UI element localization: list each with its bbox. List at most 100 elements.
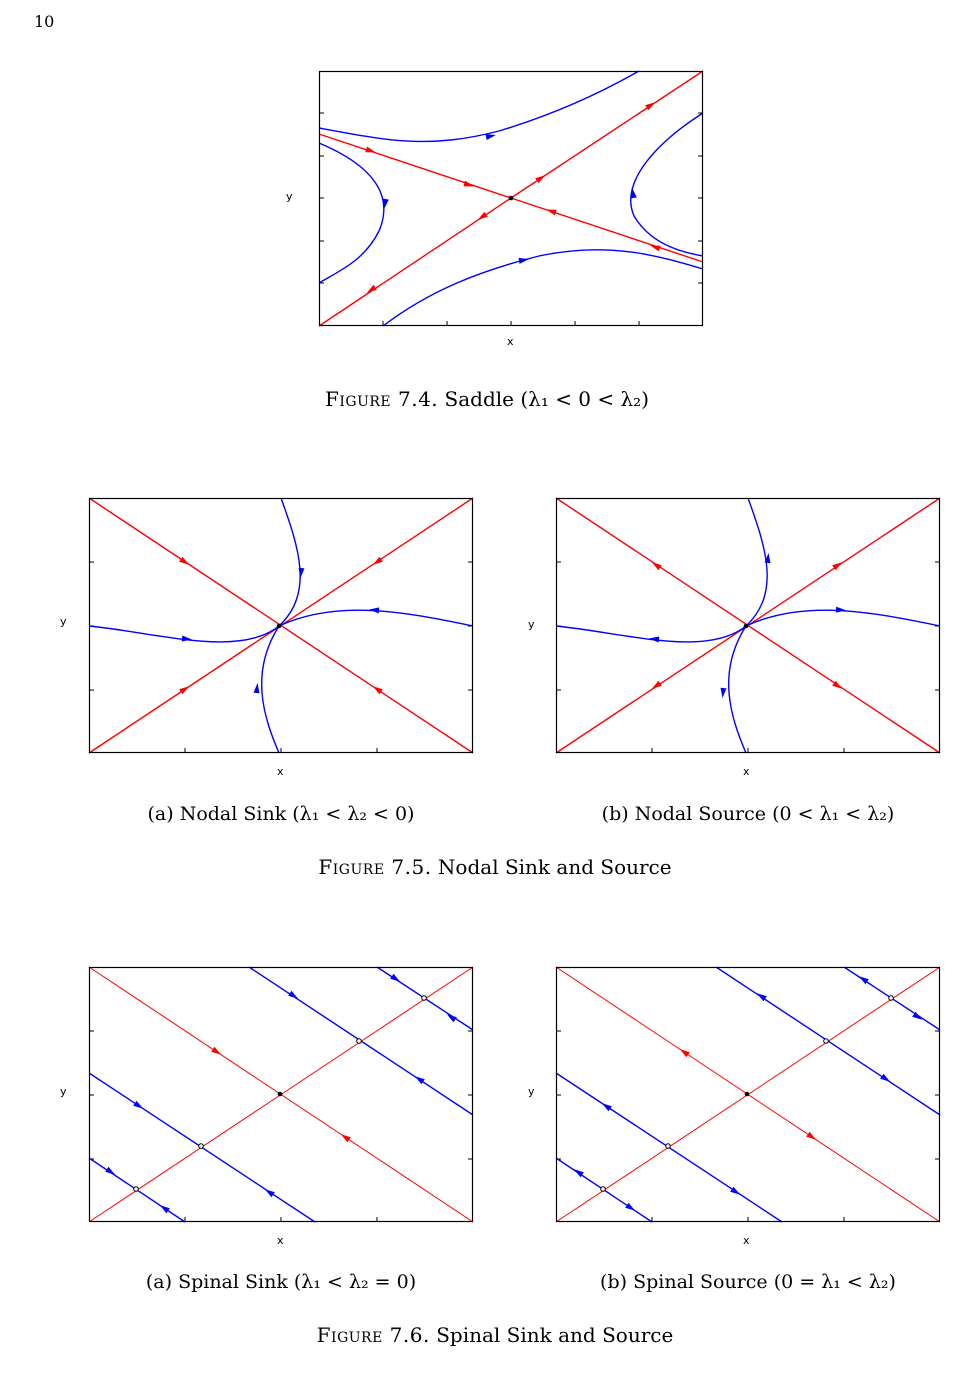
nodal-source-arrow [832,562,843,571]
nodal-source-arrow [832,680,843,689]
nodal-source-arrow [651,680,662,689]
spinal-source-plot [555,966,941,1223]
nodal-source-arrow [835,606,846,613]
saddle-svg [318,70,704,327]
figure-7-5-text: Nodal Sink and Source [437,855,672,879]
figure-7-4-label: Figure 7.4. [324,387,439,411]
nodal-sink-arrow [179,686,190,695]
saddle-arrow [477,211,488,220]
nodal-source-xlabel: x [743,765,750,778]
nodal-sink-subcaption: (a) Nodal Sink (λ₁ < λ₂ < 0) [147,803,415,825]
figure-7-6-text: Spinal Sink and Source [436,1323,674,1347]
nodal-sink-svg [88,497,474,754]
nodal-source-arrow [651,562,662,571]
nodal-sink-trajectory [88,625,280,643]
spinal-source-xlabel: x [743,1234,750,1247]
nodal-source-frame [555,497,941,754]
saddle-trajectory-bottom [382,249,704,327]
nodal-source-plot [555,497,941,754]
nodal-sink-arrow [181,635,192,642]
figure-7-5-caption: Figure 7.5. Nodal Sink and Source [0,855,974,879]
spinal-sink-arrow [105,1166,116,1175]
saddle-frame [318,70,704,327]
spinal-source-arrow [880,1073,891,1082]
spinal-sink-equilibrium-open [421,995,427,1001]
nodal-source-trajectory [745,497,768,627]
nodal-sink-arrow [298,567,305,578]
nodal-sink-trajectory [278,497,301,627]
spinal-source-arrow [679,1049,690,1058]
nodal-source-arrow [720,687,727,698]
spinal-sink-arrow [264,1189,275,1198]
nodal-sink-arrow [179,556,190,565]
nodal-sink-frame [88,497,474,754]
spinal-source-equilibrium-open [665,1143,671,1149]
saddle-trajectory-top [318,70,640,143]
saddle-ticks [319,112,703,326]
spinal-sink-arrow [390,973,401,982]
saddle-ylabel: y [286,190,293,203]
nodal-sink-arrow [253,683,260,694]
spinal-source-arrow [858,976,869,985]
saddle-plot [318,70,704,327]
spinal-source-arrow [625,1202,636,1211]
saddle-equilibrium [508,195,514,201]
saddle-arrow [645,102,656,111]
spinal-sink-frame [88,966,474,1223]
spinal-source-svg [555,966,941,1223]
saddle-arrow [630,188,637,199]
saddle-arrow [650,245,661,252]
nodal-source-svg [555,497,941,754]
saddle-trajectory-left [318,142,385,284]
saddle-arrow [365,146,376,153]
figure-7-6-label: Figure 7.6. [316,1323,430,1347]
spinal-sink-arrow [414,1076,425,1085]
nodal-sink-xlabel: x [277,765,284,778]
nodal-source-trajectory [745,609,941,627]
saddle-arrow [382,198,389,209]
spinal-source-arrow [573,1169,584,1178]
spinal-sink-arrow [133,1100,144,1109]
nodal-sink-trajectory [260,625,280,754]
saddle-trajectory-right [630,112,704,257]
saddle-arrow [535,175,546,184]
spinal-sink-subcaption: (a) Spinal Sink (λ₁ < λ₂ = 0) [145,1271,417,1293]
saddle-arrow [463,180,474,187]
spinal-sink-equilibrium [277,1091,283,1097]
spinal-sink-equilibrium-open [198,1143,204,1149]
spinal-source-arrow [730,1186,741,1195]
spinal-sink-equilibrium-open [133,1186,139,1192]
nodal-source-subcaption: (b) Nodal Source (0 < λ₁ < λ₂) [601,803,895,825]
spinal-source-arrow [806,1131,817,1140]
figure-7-4-text: Saddle (λ₁ < 0 < λ₂) [444,387,649,411]
nodal-sink-equilibrium [276,623,282,629]
spinal-sink-arrow [446,1014,457,1023]
figure-7-5-label: Figure 7.5. [318,855,432,879]
spinal-sink-equilibrium-open [356,1038,362,1044]
saddle-arrow [366,284,377,293]
spinal-source-arrow [601,1103,612,1112]
spinal-sink-ylabel: y [60,1085,67,1098]
spinal-source-arrow [912,1011,923,1020]
nodal-source-trajectory [555,625,747,643]
spinal-sink-arrow [211,1046,222,1055]
nodal-sink-arrow [372,556,383,565]
nodal-source-arrow [649,636,660,643]
spinal-sink-arrow [288,990,299,999]
spinal-sink-plot [88,966,474,1223]
nodal-sink-arrow [372,686,383,695]
nodal-source-equilibrium [743,623,749,629]
page-number: 10 [34,12,55,31]
nodal-source-trajectory [727,625,747,754]
spinal-sink-xlabel: x [277,1234,284,1247]
spinal-sink-arrow [340,1134,351,1143]
spinal-source-equilibrium-open [600,1186,606,1192]
nodal-sink-trajectory [278,609,474,627]
spinal-source-equilibrium [744,1091,750,1097]
saddle-arrow [546,209,557,216]
nodal-source-arrow [764,553,771,564]
saddle-arrow [485,134,496,140]
saddle-xlabel: x [507,335,514,348]
nodal-source-ylabel: y [528,618,535,631]
nodal-sink-plot [88,497,474,754]
